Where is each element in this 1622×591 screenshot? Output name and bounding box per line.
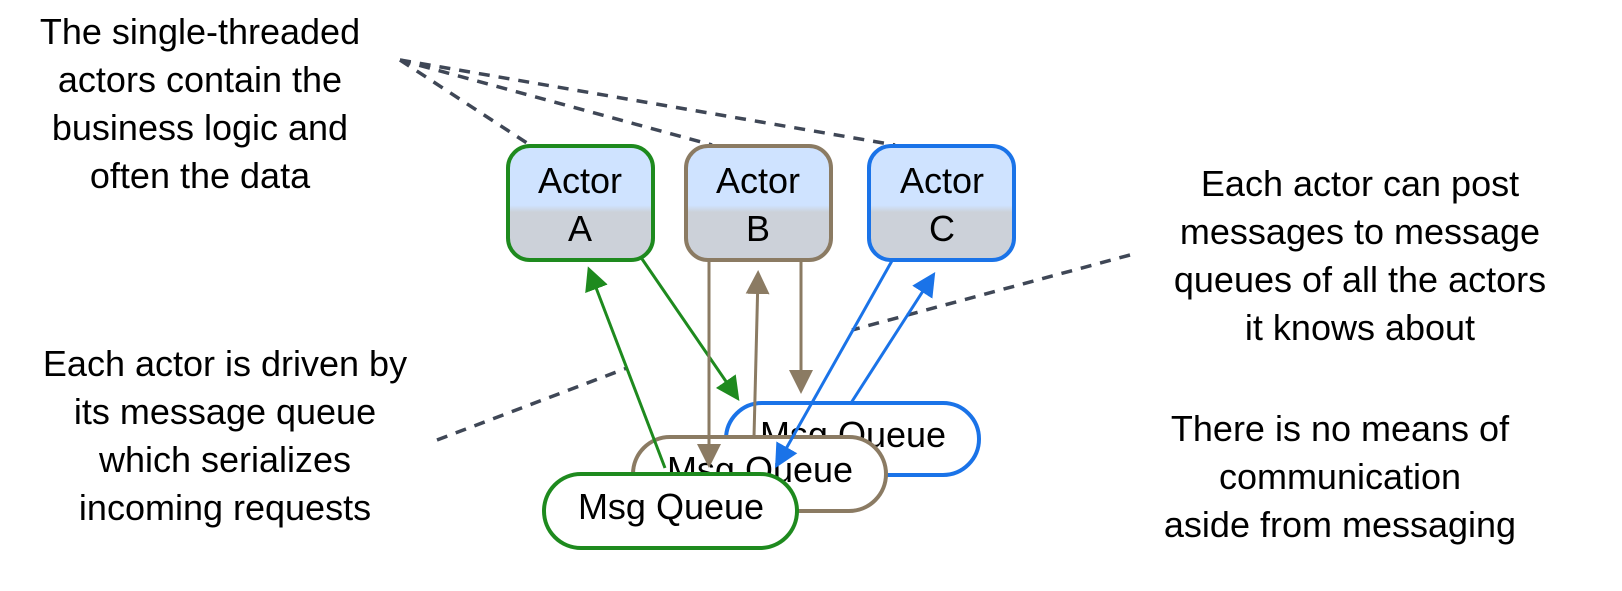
callout-line-driven-by-queue <box>436 366 628 442</box>
actor-a-label-line1: Actor <box>538 160 622 201</box>
callout-line-to-actor-c <box>399 58 896 147</box>
note-line: messages to message <box>1179 211 1541 252</box>
actor-c-label-line1: Actor <box>900 160 984 201</box>
actor-a-box <box>506 144 655 262</box>
arrow-queue-b-to-actor-b <box>745 270 770 438</box>
note-line: incoming requests <box>78 487 372 528</box>
note-line: Each actor is driven by <box>42 343 408 384</box>
note-line: communication <box>1218 456 1462 497</box>
callout-line-post-messages <box>851 253 1131 332</box>
note-line: business logic and <box>51 107 349 148</box>
actor-a: Actor A <box>506 144 655 262</box>
note-line: which serializes <box>98 439 352 480</box>
note-line: actors contain the <box>57 59 343 100</box>
note-no-other-communication: There is no means of communication aside… <box>1120 405 1560 549</box>
arrow-queue-c-to-actor-c <box>849 271 936 404</box>
msg-queue-a-box <box>542 472 799 550</box>
note-actor-driven-by-queue: Each actor is driven by its message queu… <box>0 340 450 532</box>
arrow-queue-a-to-actor-a <box>585 266 667 469</box>
note-line: its message queue <box>73 391 377 432</box>
actor-b-box <box>684 144 833 262</box>
note-actor-post-messages: Each actor can post messages to message … <box>1140 160 1580 352</box>
actor-c-box <box>867 144 1016 262</box>
actor-c-label-line2: C <box>929 208 955 249</box>
actor-c: Actor C <box>867 144 1016 262</box>
actor-b-label-line1: Actor <box>716 160 800 201</box>
actor-a-label-line2: A <box>568 208 592 249</box>
arrow-actor-c-to-queue-b <box>775 258 895 469</box>
arrow-actor-a-to-queue-c <box>638 255 740 401</box>
note-actors-business-logic: The single-threaded actors contain the b… <box>0 8 400 200</box>
note-line: often the data <box>89 155 311 196</box>
msg-queue-a: Msg Queue <box>542 472 799 550</box>
actor-b-label-line2: B <box>746 208 770 249</box>
actor-b: Actor B <box>684 144 833 262</box>
note-line: queues of all the actors <box>1173 259 1547 300</box>
callout-line-to-actor-b <box>399 58 713 147</box>
msg-queue-a-label: Msg Queue <box>578 486 764 527</box>
note-line: it knows about <box>1244 307 1476 348</box>
note-line: aside from messaging <box>1163 504 1517 545</box>
note-line: Each actor can post <box>1200 163 1520 204</box>
note-line: There is no means of <box>1170 408 1510 449</box>
note-line: The single-threaded <box>39 11 361 52</box>
callout-line-to-actor-a <box>399 58 531 147</box>
